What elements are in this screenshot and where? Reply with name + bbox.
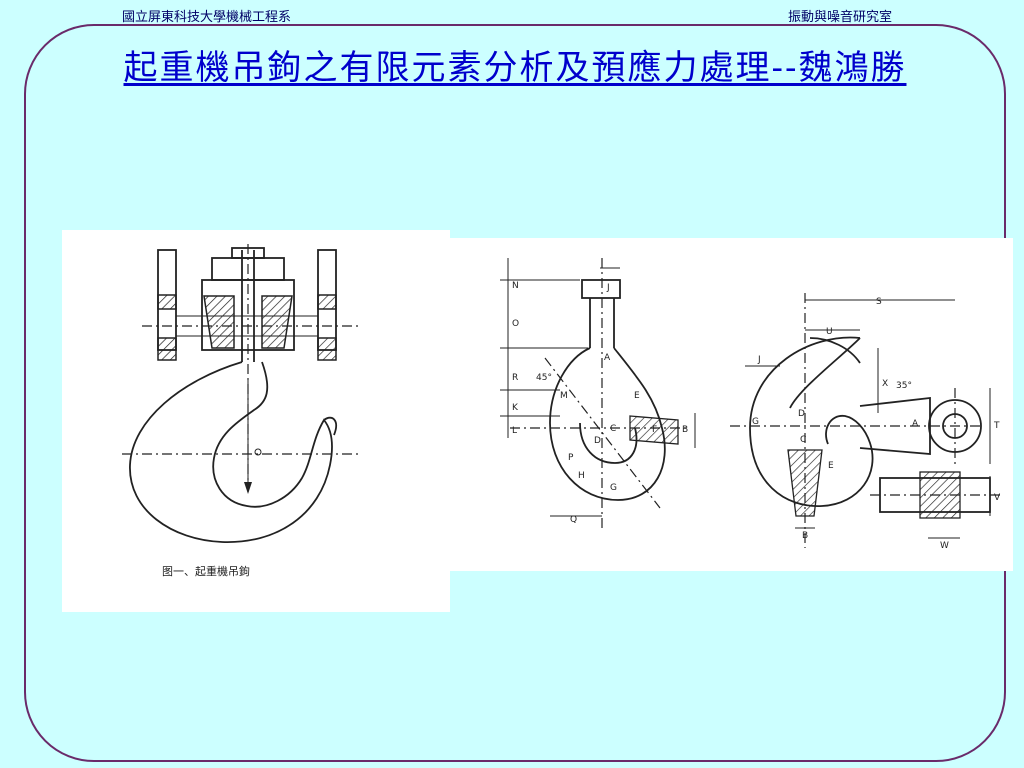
dim-label-f: F: [652, 425, 657, 435]
dim-label-d2: D: [798, 409, 805, 419]
angle-label-b: 35°: [896, 381, 912, 391]
dim-label-n: N: [512, 281, 519, 291]
slide-title: 起重機吊鉤之有限元素分析及預應力處理--魏鴻勝: [123, 48, 907, 88]
dim-label-d: D: [594, 436, 601, 446]
dim-label-x: X: [882, 379, 888, 389]
dim-label-b: B: [682, 425, 688, 435]
dim-label-m: M: [560, 391, 568, 401]
header-institution: 國立屏東科技大學機械工程系: [122, 10, 292, 25]
dim-label-a: A: [604, 353, 611, 363]
dim-label-c2: C: [800, 435, 806, 445]
dim-label-g: G: [610, 483, 617, 493]
dim-label-q: Q: [570, 515, 577, 525]
hook-drawing-a: N O R K L M P H Q J A E C D F G B 45°: [500, 258, 696, 528]
dim-label-h: H: [578, 471, 585, 481]
dim-label-u: U: [826, 327, 833, 337]
dim-label-r: R: [512, 373, 518, 383]
dim-label-b2: B: [802, 531, 808, 541]
dim-label-p: P: [568, 453, 574, 463]
dim-label-v: V: [994, 493, 1001, 503]
angle-label-a: 45°: [536, 373, 552, 383]
dim-label-l: L: [512, 426, 517, 436]
dim-label-g2: G: [752, 417, 759, 427]
dim-label-j2: J: [757, 355, 761, 365]
dim-label-t: T: [993, 421, 1000, 431]
dim-label-e: E: [634, 391, 640, 401]
dim-label-a2: A: [912, 419, 919, 429]
header-lab: 振動與噪音研究室: [787, 10, 892, 25]
dim-label-o: O: [512, 319, 519, 329]
dim-label-e2: E: [828, 461, 834, 471]
dim-label-w: W: [940, 541, 949, 551]
hook-drawing-b: S U J X G D C A T E V B W 35°: [730, 293, 1001, 551]
dim-label-j: J: [606, 283, 610, 293]
figure-caption: 图一、起重機吊鉤: [162, 564, 250, 578]
figure-hook-dimensions: N O R K L M P H Q J A E C D F G B 45°: [450, 238, 1013, 571]
figure-crane-hook: 图一、起重機吊鉤: [62, 230, 450, 612]
dim-label-k: K: [512, 403, 519, 413]
dim-label-s: S: [876, 297, 882, 307]
dim-label-c: C: [610, 424, 616, 434]
